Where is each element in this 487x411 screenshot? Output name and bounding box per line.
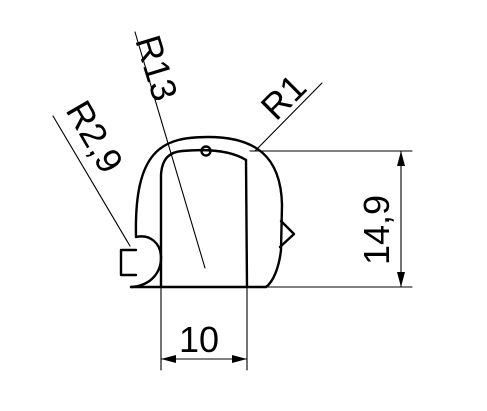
- height-arrow-bottom: [397, 272, 405, 287]
- leader-r1: [254, 82, 323, 152]
- height-dimension: [249, 150, 413, 288]
- label-r1: R1: [253, 66, 315, 128]
- right-barb: [278, 219, 296, 249]
- leader-r13: [134, 31, 206, 269]
- leader-r29: [52, 115, 131, 247]
- left-notch: [119, 248, 138, 277]
- height-arrow-top: [397, 151, 405, 166]
- width-dimension: [160, 286, 248, 371]
- inner-right-wall: [244, 158, 249, 289]
- label-height: 14,9: [356, 195, 397, 265]
- left-bead: [129, 235, 163, 289]
- profile-outline: [119, 135, 296, 289]
- label-width: 10: [179, 319, 219, 360]
- outer-arch: [134, 135, 284, 239]
- outer-right-side: [264, 203, 284, 289]
- label-r29: R2,9: [58, 94, 132, 180]
- width-arrow-right: [232, 355, 247, 363]
- inner-top: [180, 148, 248, 162]
- leader-lines: [52, 31, 323, 269]
- top-hole: [200, 145, 212, 157]
- inner-left-wall: [159, 149, 184, 289]
- label-r13: R13: [127, 30, 186, 105]
- width-arrow-left: [161, 355, 176, 363]
